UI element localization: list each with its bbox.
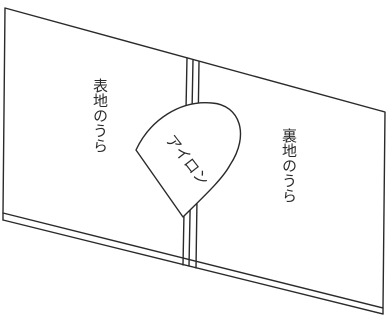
right-panel-label: 裏地のうら: [280, 127, 298, 203]
fabric-edge-line-1: [2, 219, 384, 315]
left-panel-label: 表地のうら: [91, 78, 109, 153]
iron-shape: [135, 102, 242, 218]
